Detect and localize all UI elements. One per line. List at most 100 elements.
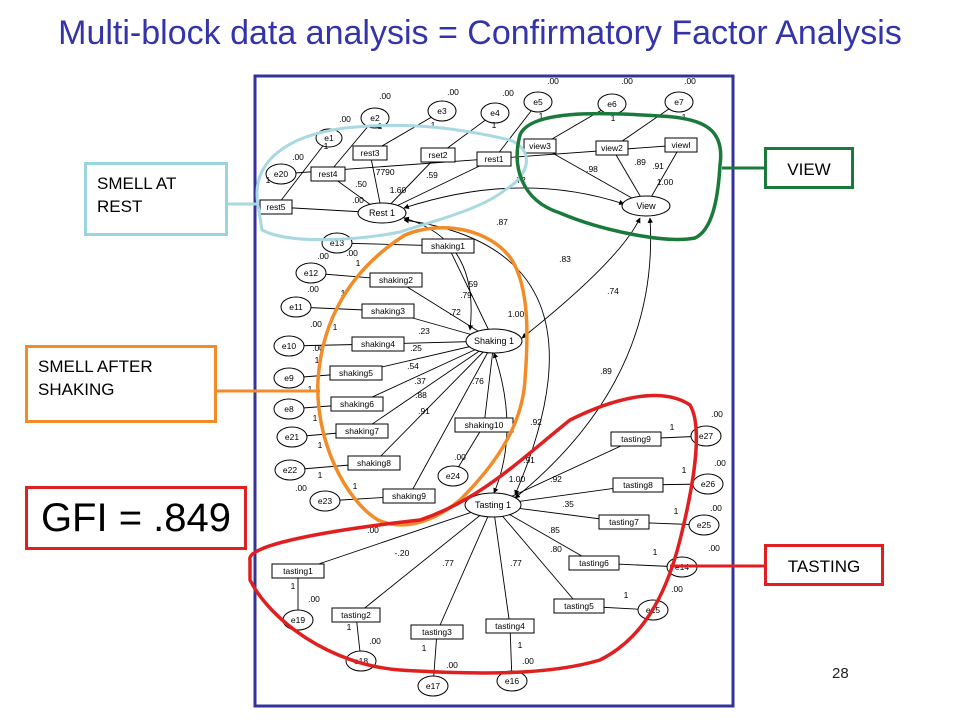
indicator-label: shaking2 [379,275,413,285]
path-coefficient: .89 [634,157,646,167]
indicator-label: shaking4 [361,339,395,349]
path-constant: 1 [422,643,427,653]
indicator-label: tasting3 [422,627,452,637]
indicator-label: tasting5 [564,601,594,611]
error-label: e17 [426,681,440,691]
indicator-label: tasting7 [609,517,639,527]
indicator-box: view2 [595,140,629,156]
indicator-label: rest1 [485,154,504,164]
path-coefficient: .00 [454,452,466,462]
indicator-box: rest5 [259,199,293,215]
indicator-box: rest1 [476,151,512,167]
callout-shaking-line2: SHAKING [38,379,115,399]
indicator-label: view3 [529,141,551,151]
path-constant: 1 [353,481,358,491]
indicator-box: shaking9 [382,488,436,504]
path-coefficient: .00 [502,88,514,98]
path-coefficient: .00 [710,503,722,513]
error-label: e2 [370,113,380,123]
indicator-label: view2 [601,143,623,153]
callout-rest-line2: REST [97,196,143,216]
error-label: e18 [354,656,368,666]
path-coefficient: .59 [426,170,438,180]
callout-smell-after-shaking: SMELL AFTER SHAKING [25,345,217,423]
path-coefficient: .88 [415,390,427,400]
indicator-box: viewl [664,137,698,153]
path-constant: 1 [315,355,320,365]
indicator-box: shaking6 [330,396,384,412]
indicator-box: tasting8 [612,477,664,493]
indicator-box: view3 [523,138,557,154]
indicator-label: tasting1 [283,566,313,576]
indicator-label: tasting4 [495,621,525,631]
error-term: e4 [480,102,510,124]
path-coefficient: .00 [346,248,358,258]
indicator-label: shaking9 [392,491,426,501]
error-label: e22 [283,465,297,475]
indicator-label: tasting6 [579,558,609,568]
error-term: e26 [692,473,724,495]
path-coefficient: .35 [562,499,574,509]
callout-tasting: TASTING [764,544,884,586]
page-number: 28 [832,665,849,682]
path-coefficient: .80 [550,544,562,554]
error-term: e12 [295,262,327,284]
indicator-box: rset2 [420,147,456,163]
path-coefficient: .83 [559,254,571,264]
path-coefficient: .77 [510,558,522,568]
path-coefficient: .00 [621,76,633,86]
error-label: e7 [674,97,684,107]
error-label: e5 [533,97,543,107]
indicator-label: rest3 [361,148,380,158]
indicator-label: shaking8 [357,458,391,468]
error-term: e17 [417,675,449,697]
error-term: e6 [597,93,627,115]
path-coefficient: .79 [460,290,472,300]
indicator-box: shaking10 [454,417,514,433]
error-term: e27 [690,425,722,447]
error-label: e12 [304,268,318,278]
path-coefficient: .92 [530,417,542,427]
path-coefficient: .92 [550,474,562,484]
shaking-cluster-outline [316,225,529,527]
error-label: e24 [446,471,460,481]
path-constant: 1 [333,322,338,332]
path-coefficient: .00 [292,152,304,162]
path-coefficient: .85 [548,525,560,535]
path-constant: 1 [624,590,629,600]
indicator-box: shaking2 [369,272,423,288]
path-coefficient: .00 [711,409,723,419]
callout-view: VIEW [764,147,854,189]
error-label: e20 [274,169,288,179]
path-coefficient: 1.00 [508,309,525,319]
indicator-box: tasting6 [568,555,620,571]
path-coefficient: .00 [447,87,459,97]
indicator-label: shaking10 [465,420,504,430]
path-constant: 1 [356,258,361,268]
path-coefficient: 1.00 [657,177,674,187]
error-label: e26 [701,479,715,489]
indicator-box: rest4 [310,166,346,182]
path-coefficient: .00 [369,636,381,646]
error-label: e11 [289,302,303,312]
path-coefficient: .00 [310,319,322,329]
path-constant: 1 [682,465,687,475]
error-term: e19 [282,609,314,631]
path-coefficient: 1.00 [509,474,526,484]
indicator-box: tasting9 [610,431,662,447]
path-constant: 1 [653,547,658,557]
latent-factor: View [621,195,671,217]
path-constant: 1 [313,413,318,423]
factor-label: View [636,201,656,211]
error-label: e16 [505,676,519,686]
rest-cluster-outline [255,123,528,242]
path-coefficient: .23 [418,326,430,336]
path-constant: 1 [431,120,436,130]
path-constant: 1 [308,384,313,394]
callout-shaking-line1: SMELL AFTER [38,357,153,376]
path-coefficient: .00 [312,343,324,353]
path-constant: 1 [291,581,296,591]
path-coefficient: .00 [684,76,696,86]
error-term: e21 [276,426,308,448]
